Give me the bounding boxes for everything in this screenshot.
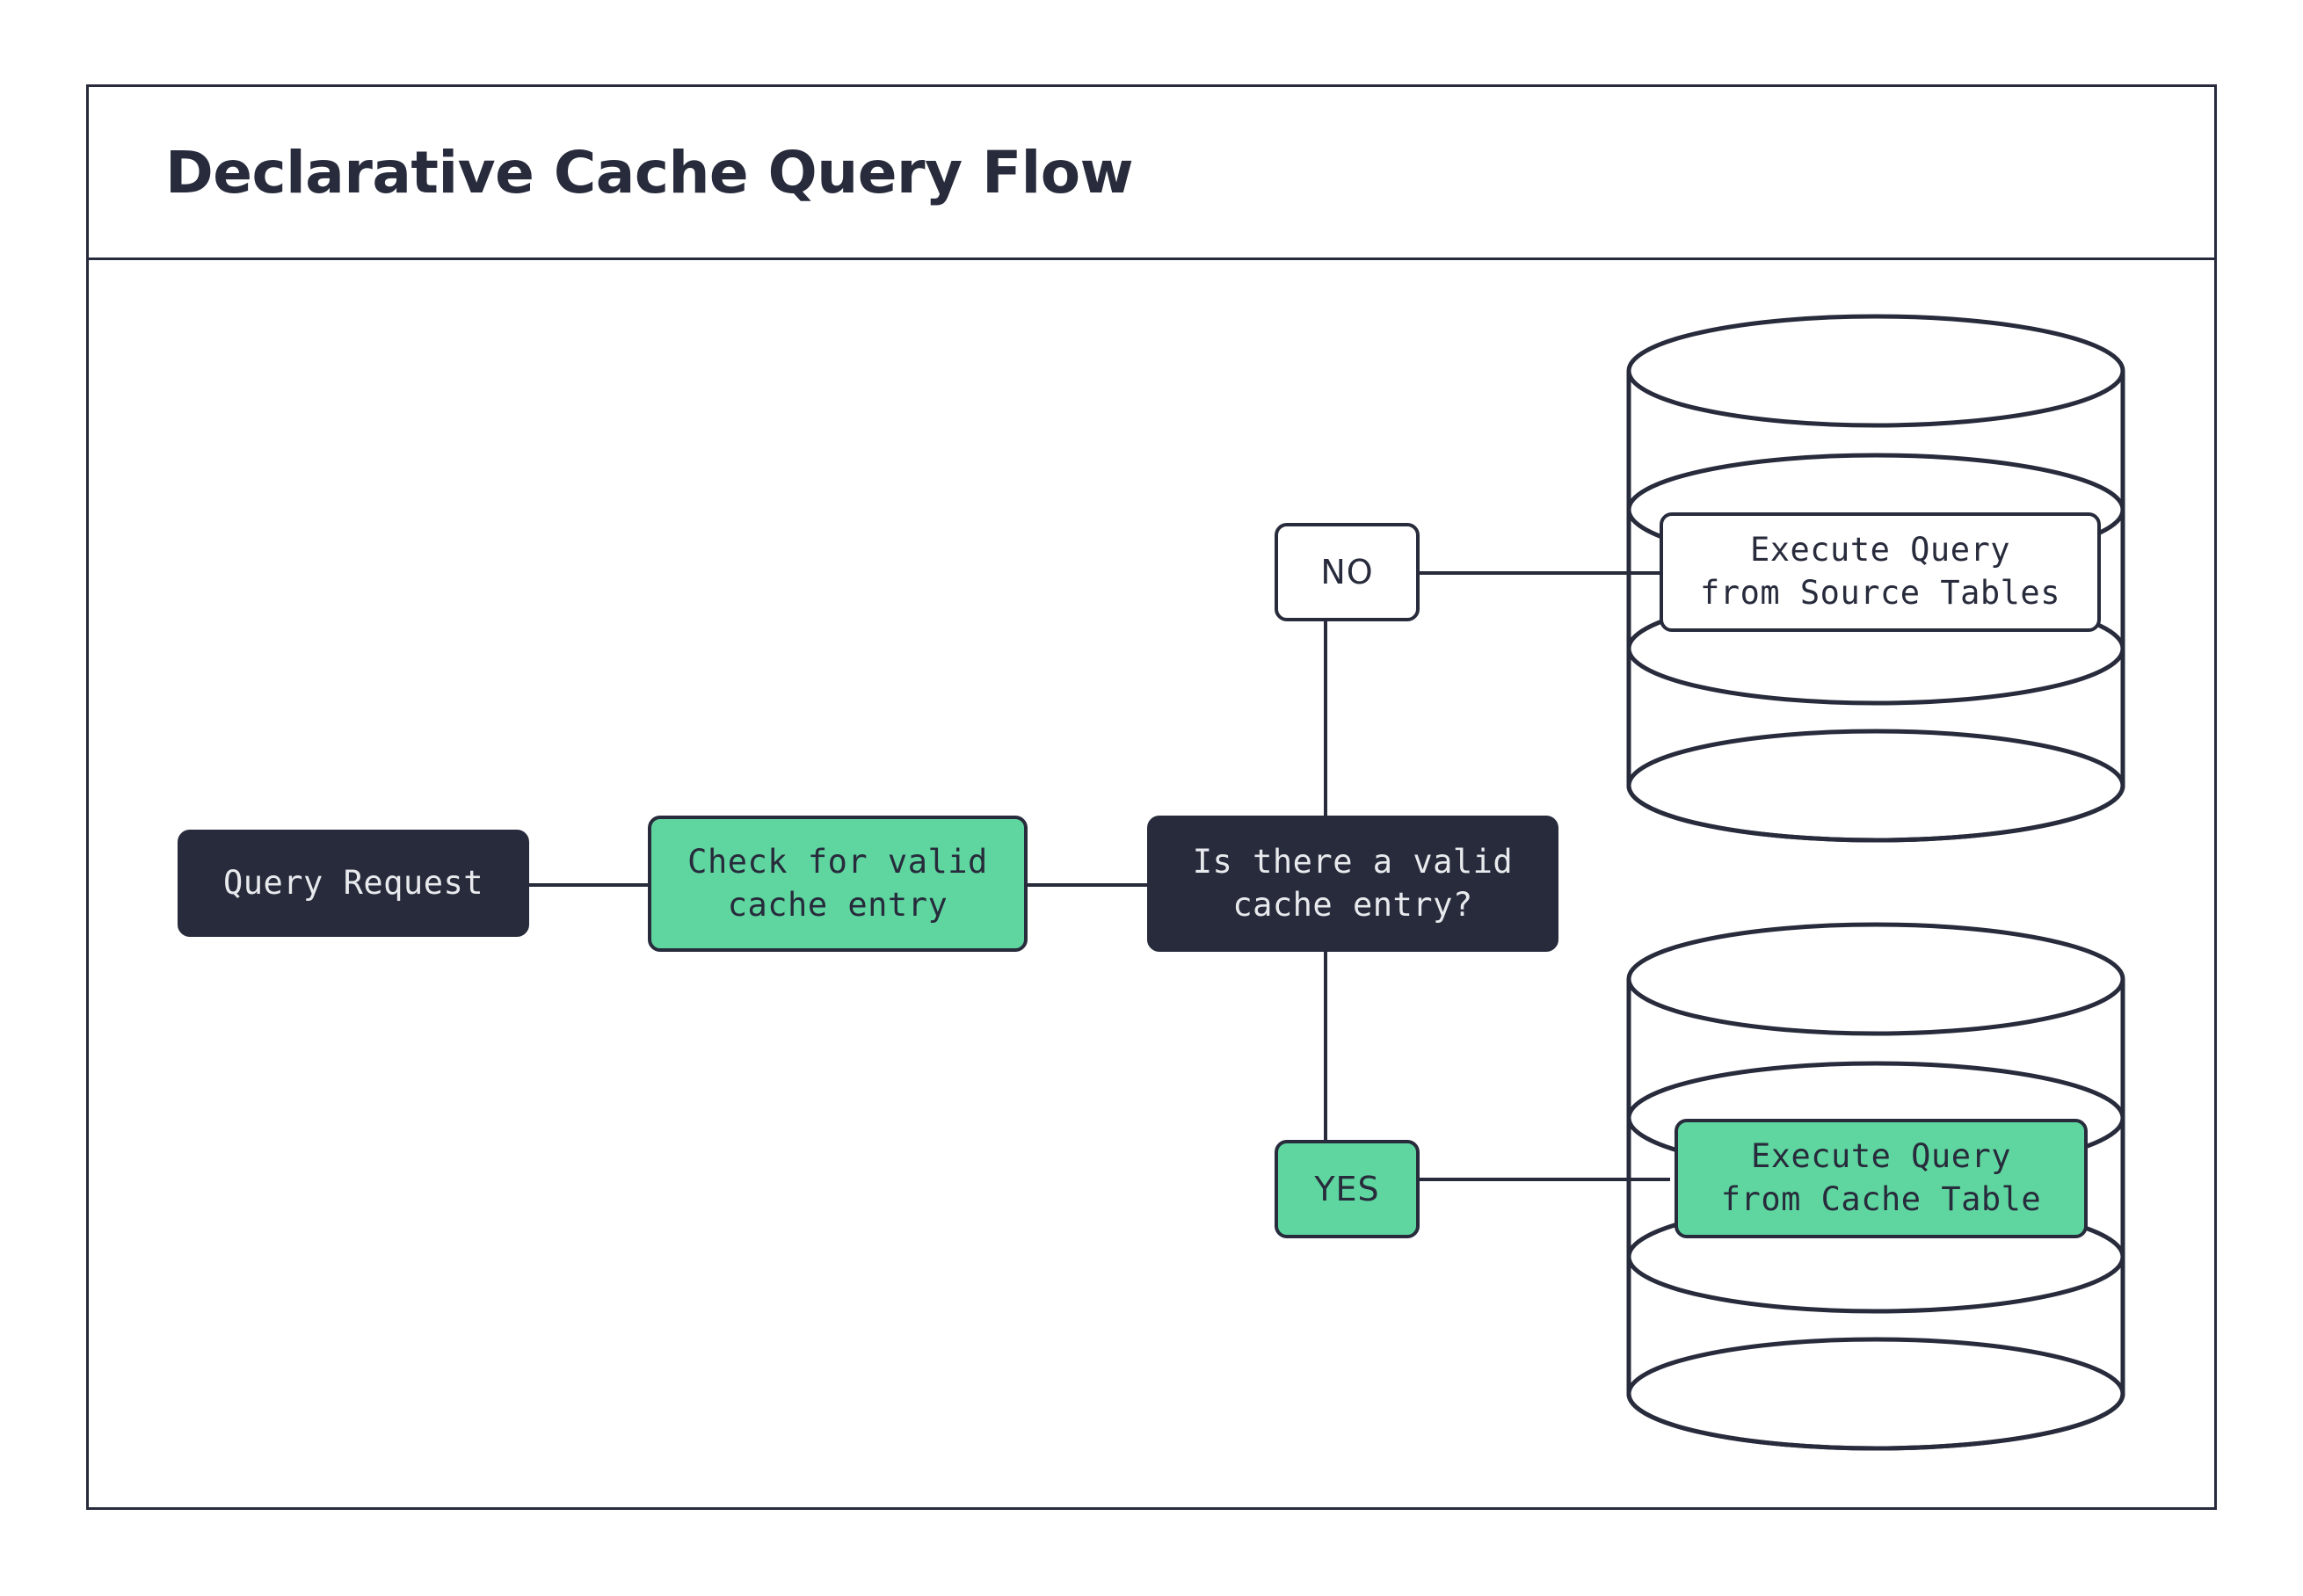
edge-yes-to-cache-db [1406, 1178, 1670, 1181]
branch-badge-yes[interactable]: YES [1275, 1140, 1420, 1238]
edge-no-to-source-db [1406, 571, 1670, 575]
edge-request-to-check [527, 883, 650, 887]
cache-table-label[interactable]: Execute Query from Cache Table [1675, 1119, 2088, 1238]
page-title: Declarative Cache Query Flow [165, 139, 1134, 207]
branch-badge-no[interactable]: NO [1275, 523, 1420, 621]
node-check-cache-entry[interactable]: Check for valid cache entry [648, 816, 1028, 952]
edge-decision-to-no [1324, 615, 1327, 822]
node-cache-decision[interactable]: Is there a valid cache entry? [1147, 816, 1558, 952]
source-tables-label[interactable]: Execute Query from Source Tables [1660, 512, 2101, 632]
edge-check-to-decision [1022, 883, 1150, 887]
title-divider [86, 258, 2217, 260]
edge-decision-to-yes [1324, 949, 1327, 1146]
cache-table-database-icon [1624, 922, 2127, 1451]
source-tables-database-icon [1624, 314, 2127, 843]
node-query-request[interactable]: Query Request [178, 830, 529, 937]
